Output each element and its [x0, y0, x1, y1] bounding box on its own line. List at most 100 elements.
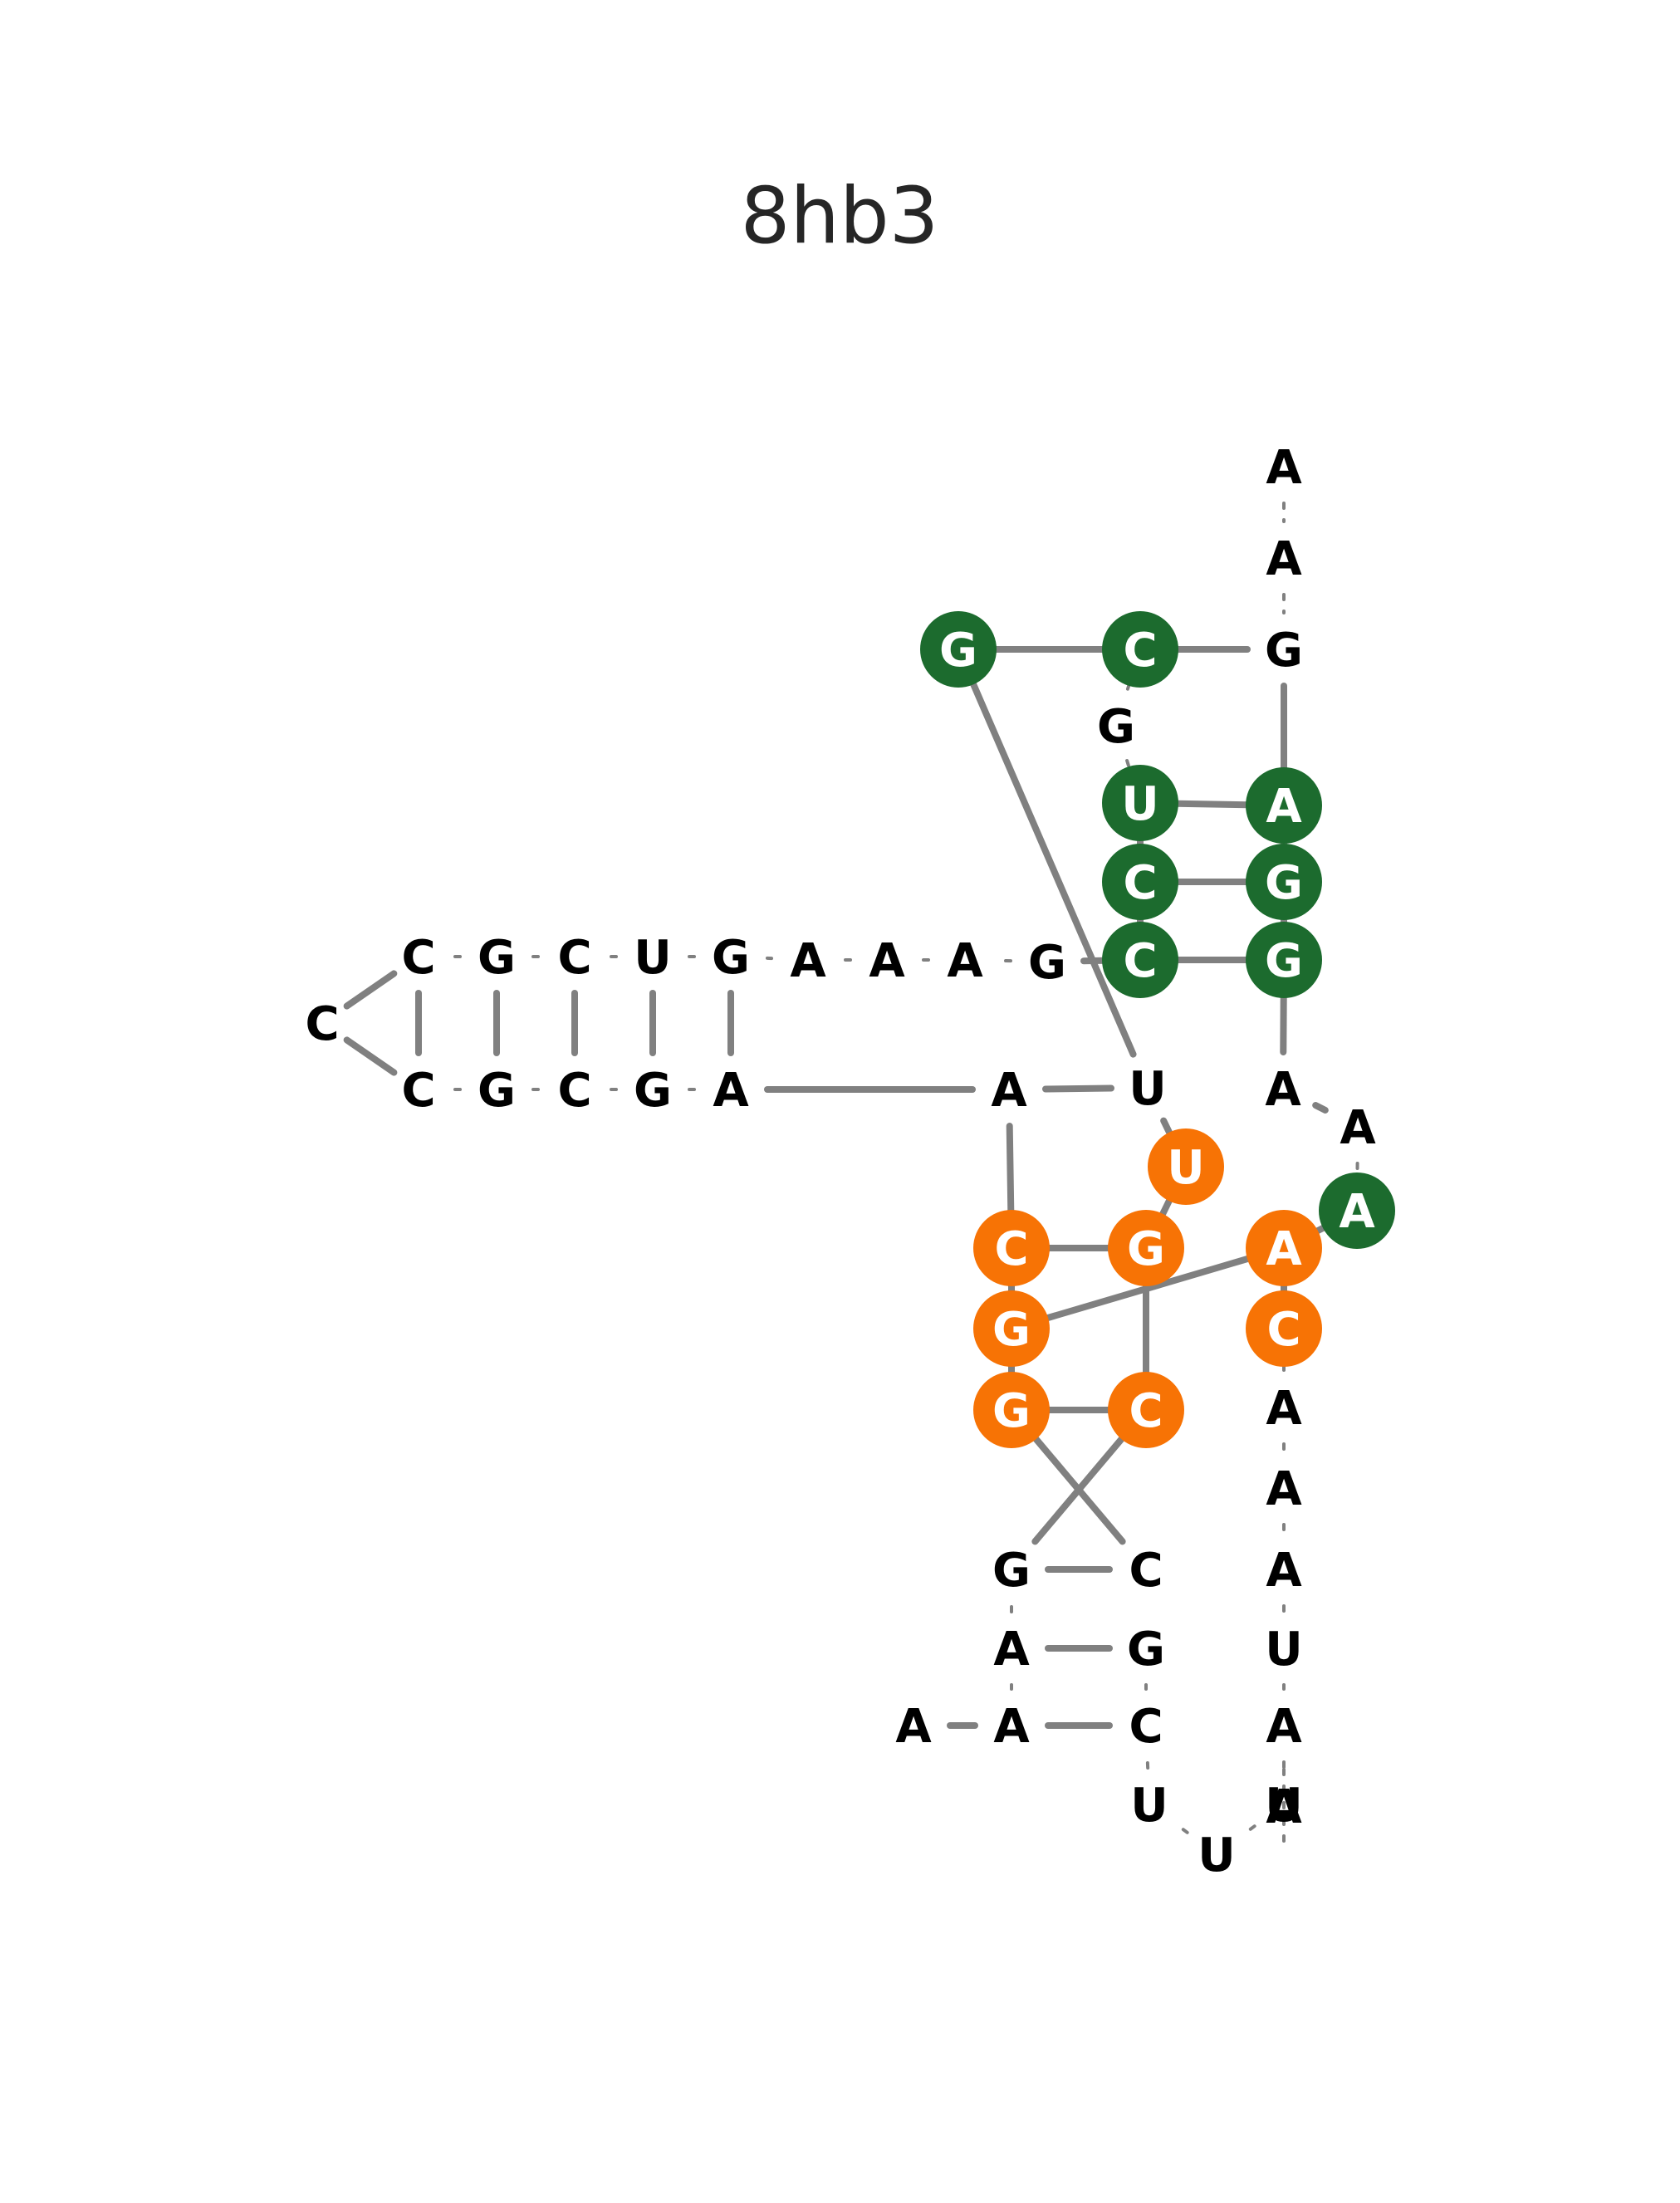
base-pair-link — [1312, 1102, 1329, 1114]
nucleotide-n47: U — [1265, 1623, 1302, 1677]
nucleotide-n39: G — [973, 1372, 1050, 1448]
nucleotide-n27: C — [305, 997, 339, 1051]
base-pair-link — [1173, 800, 1251, 809]
nucleotide-n14: G — [478, 931, 516, 985]
nucleotide-n1: A — [1266, 441, 1302, 495]
nucleotide-label: U — [1265, 1779, 1302, 1833]
nucleotide-label: G — [478, 931, 516, 985]
nucleotide-label: C — [557, 931, 591, 985]
nucleotide-label: U — [1129, 1062, 1166, 1116]
nucleotide-n15: C — [557, 931, 591, 985]
nucleotide-n51: C — [1129, 1700, 1163, 1754]
nucleotide-n46: A — [1266, 1544, 1302, 1598]
nucleotide-label: C — [1266, 1303, 1300, 1357]
nucleotide-n13: C — [401, 931, 435, 985]
nucleotide-label: A — [1266, 780, 1302, 834]
highlight-circle — [1102, 611, 1178, 688]
backbone-link — [1244, 1824, 1256, 1834]
nucleotide-label: A — [1266, 441, 1302, 495]
nucleotide-label: A — [993, 1623, 1030, 1677]
nucleotide-label: U — [634, 931, 671, 985]
nucleotide-n24: C — [557, 1064, 591, 1118]
nucleotide-label: A — [713, 1064, 749, 1118]
nucleotide-n4: G — [920, 611, 997, 688]
nucleotide-label: G — [1127, 1623, 1165, 1677]
nucleotide-label: G — [992, 1303, 1031, 1357]
nucleotide-n34: C — [973, 1210, 1050, 1286]
highlight-circle — [1102, 922, 1178, 998]
nucleotide-n3: G — [1265, 624, 1303, 678]
nucleotide-n36: A — [1246, 1210, 1322, 1286]
nucleotide-label: C — [1123, 934, 1157, 988]
backbone-link — [343, 970, 398, 1010]
nucleotide-label: A — [947, 934, 983, 988]
nucleotide-label: C — [305, 997, 339, 1051]
highlight-circle — [1246, 767, 1322, 844]
highlight-circle — [1246, 844, 1322, 920]
nucleotide-n52: A — [1266, 1700, 1302, 1754]
nucleotide-label: C — [1123, 856, 1157, 910]
nucleotide-label: C — [1123, 624, 1157, 678]
nucleotide-n18: A — [790, 934, 826, 988]
nucleotide-label: U — [1130, 1779, 1168, 1833]
base-pair-link — [969, 679, 1137, 1058]
nucleotide-label: A — [1266, 1382, 1302, 1436]
highlight-circle — [1108, 1372, 1184, 1448]
nucleotide-n55: U — [1198, 1828, 1235, 1882]
nucleotide-label: G — [992, 1544, 1031, 1598]
nucleotide-n43: G — [992, 1544, 1031, 1598]
nucleotide-label: C — [1129, 1384, 1163, 1438]
nucleotide-label: A — [1266, 1222, 1302, 1276]
nucleotide-n54: U — [1130, 1779, 1168, 1833]
nucleotide-n21: G — [1028, 936, 1066, 990]
nucleotide-label: G — [1097, 700, 1135, 754]
highlight-circle — [973, 1290, 1050, 1367]
nucleotide-n53: A — [1266, 1780, 1302, 1834]
nucleotide-n16: U — [634, 931, 671, 985]
highlight-circle — [920, 611, 997, 688]
nucleotide-label: A — [1266, 1780, 1302, 1834]
nucleotide-label: G — [939, 624, 977, 678]
nucleotide-n19: A — [869, 934, 905, 988]
nucleotide-n56: U — [1265, 1779, 1302, 1833]
nucleotide-label: U — [1198, 1828, 1235, 1882]
highlight-circle — [1108, 1210, 1184, 1286]
nucleotide-label: A — [1266, 1544, 1302, 1598]
highlight-circle — [973, 1210, 1050, 1286]
nucleotide-n26: A — [713, 1064, 749, 1118]
nucleotide-label: C — [994, 1222, 1028, 1276]
diagram-title: 8hb3 — [741, 171, 939, 262]
nucleotide-label: A — [1266, 1700, 1302, 1754]
nucleotide-label: U — [1167, 1141, 1204, 1195]
nucleotide-n48: A — [895, 1700, 932, 1754]
nucleotide-label: U — [1265, 1623, 1302, 1677]
nucleotide-label: G — [1127, 1222, 1165, 1276]
nucleotide-n41: A — [1266, 1382, 1302, 1436]
nucleotide-label: A — [993, 1700, 1030, 1754]
nucleotide-n22: C — [401, 1064, 435, 1118]
nucleotide-label: G — [712, 931, 750, 985]
nucleotide-label: A — [790, 934, 826, 988]
nucleotide-label: G — [478, 1064, 516, 1118]
nucleotide-n9: C — [1102, 844, 1178, 920]
nucleotide-n25: G — [634, 1064, 672, 1118]
highlight-circle — [973, 1372, 1050, 1448]
nucleotide-n31: A — [1340, 1101, 1376, 1155]
backbone-link — [343, 1036, 398, 1076]
nucleotide-label: A — [869, 934, 905, 988]
nucleotide-label: G — [1028, 936, 1066, 990]
nucleotide-n38: C — [1246, 1290, 1322, 1367]
base-pair-link — [1043, 1255, 1252, 1322]
nucleotide-n33: A — [1319, 1172, 1395, 1249]
base-pair-link — [1158, 1196, 1173, 1219]
nucleotide-label: U — [1121, 777, 1158, 831]
nucleotide-label: G — [634, 1064, 672, 1118]
highlight-circle — [1246, 1290, 1322, 1367]
nucleotide-n42: A — [1266, 1462, 1302, 1516]
nucleotide-label: A — [1266, 532, 1302, 586]
nucleotide-n23: G — [478, 1064, 516, 1118]
nucleotide-n10: G — [1246, 844, 1322, 920]
nucleotide-n30: A — [1265, 1063, 1301, 1117]
nucleotide-n6: G — [1097, 700, 1135, 754]
